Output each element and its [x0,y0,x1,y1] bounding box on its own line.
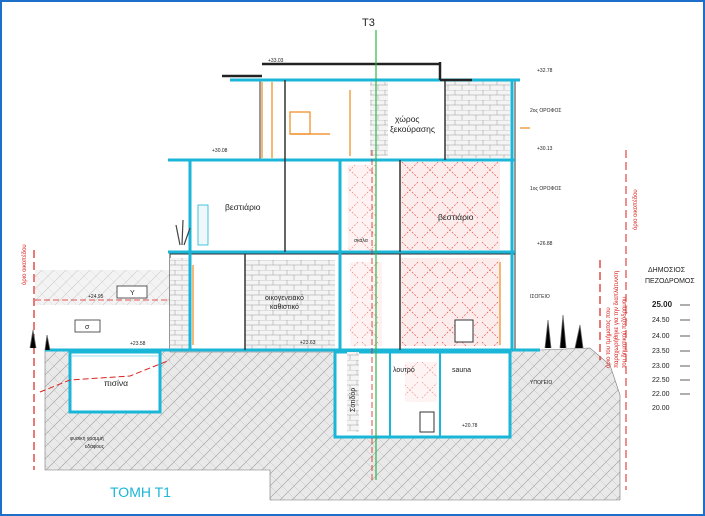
grass-tufts [29,314,584,351]
room-closet-1: βεστιάριο [225,202,261,212]
elev-ground-right: +23.63 [300,340,316,346]
elev-first-left: +30.08 [212,148,228,154]
scale-level: 24.00 [652,333,670,340]
stone-basement-col [347,352,359,432]
scale-level: 22.50 [652,377,670,384]
xfill-ground-floor [400,258,500,346]
elev-ground-left: +23.58 [130,341,146,347]
scale-level: 23.00 [652,363,670,370]
box-y [116,285,148,299]
room-sotirdor: Σοτιδόρ [349,388,357,412]
natural-ground-line [39,359,171,393]
elev-top: +33.03 [268,58,284,64]
plant [175,219,191,246]
floor-second: 2ος ΟΡΟΦΟΣ [530,108,561,114]
stone-left-ground [170,258,190,350]
elev-left-ground: +24.95 [88,294,104,300]
public-label: ΔΗΜΟΣΙΟΣ [648,267,686,274]
scale-levels: 24.50 24.00 23.50 23.00 22.50 22.00 20.00 [652,317,670,412]
elev-second: +30.13 [537,146,553,152]
xfill-stair-first [348,165,376,250]
elev-first: +26.88 [537,241,553,247]
elev-basement: +20.78 [462,423,478,429]
room-closet-2: βεστιάριο [438,212,474,222]
box-sigma [74,319,101,333]
section-marker: T3 [362,17,375,29]
interior-walls [244,80,446,350]
room-pool: πισίνα [104,378,128,388]
stone-middle-column [370,82,388,156]
floor-first: 1ος ΟΡΟΦΟΣ [530,186,561,192]
floor-basement: ΥΠΟΓΕΙΟ [530,380,552,386]
pool-basin [68,350,162,414]
roof-parapets [222,62,472,82]
scale-level: 22.00 [652,391,670,398]
scale-ticks [680,304,690,395]
pool-water-line [72,355,158,357]
xfill-first-floor [400,162,500,250]
mirror [197,204,209,246]
right-plot-label: όριο οικοπέδου [632,189,639,230]
stair-note: σκάλα [354,237,368,244]
scale-level: 23.50 [652,348,670,355]
scale-level: 24.50 [652,317,670,324]
stone-right-top [445,80,510,158]
box-y-label: Y [130,290,135,297]
scale-level: 20.00 [652,405,670,412]
toilet [419,411,435,433]
left-plot-label: όριο οικοπέδου [21,244,28,285]
sauna-tiles [405,362,437,402]
basin [454,319,474,343]
room-sauna: sauna [452,367,471,374]
scale-bold: 25.00 [652,300,673,309]
box-sigma-label: σ [85,324,90,331]
floor-slabs [45,78,540,352]
room-laundry: λουτρό [393,366,415,374]
elev-roof-right: +32.78 [537,68,553,74]
drawing-title: ΤΟΜΗ Τ1 [110,484,171,500]
floor-ground: ΙΣΟΓΕΙΟ [530,294,550,300]
left-ground-zone [35,270,170,305]
xfill-stair-ground [350,262,382,346]
walkway-label: ΠΕΖΟΔΡΟΜΟΣ [645,278,695,285]
stone-family [245,260,335,350]
orange-frames [192,82,530,345]
